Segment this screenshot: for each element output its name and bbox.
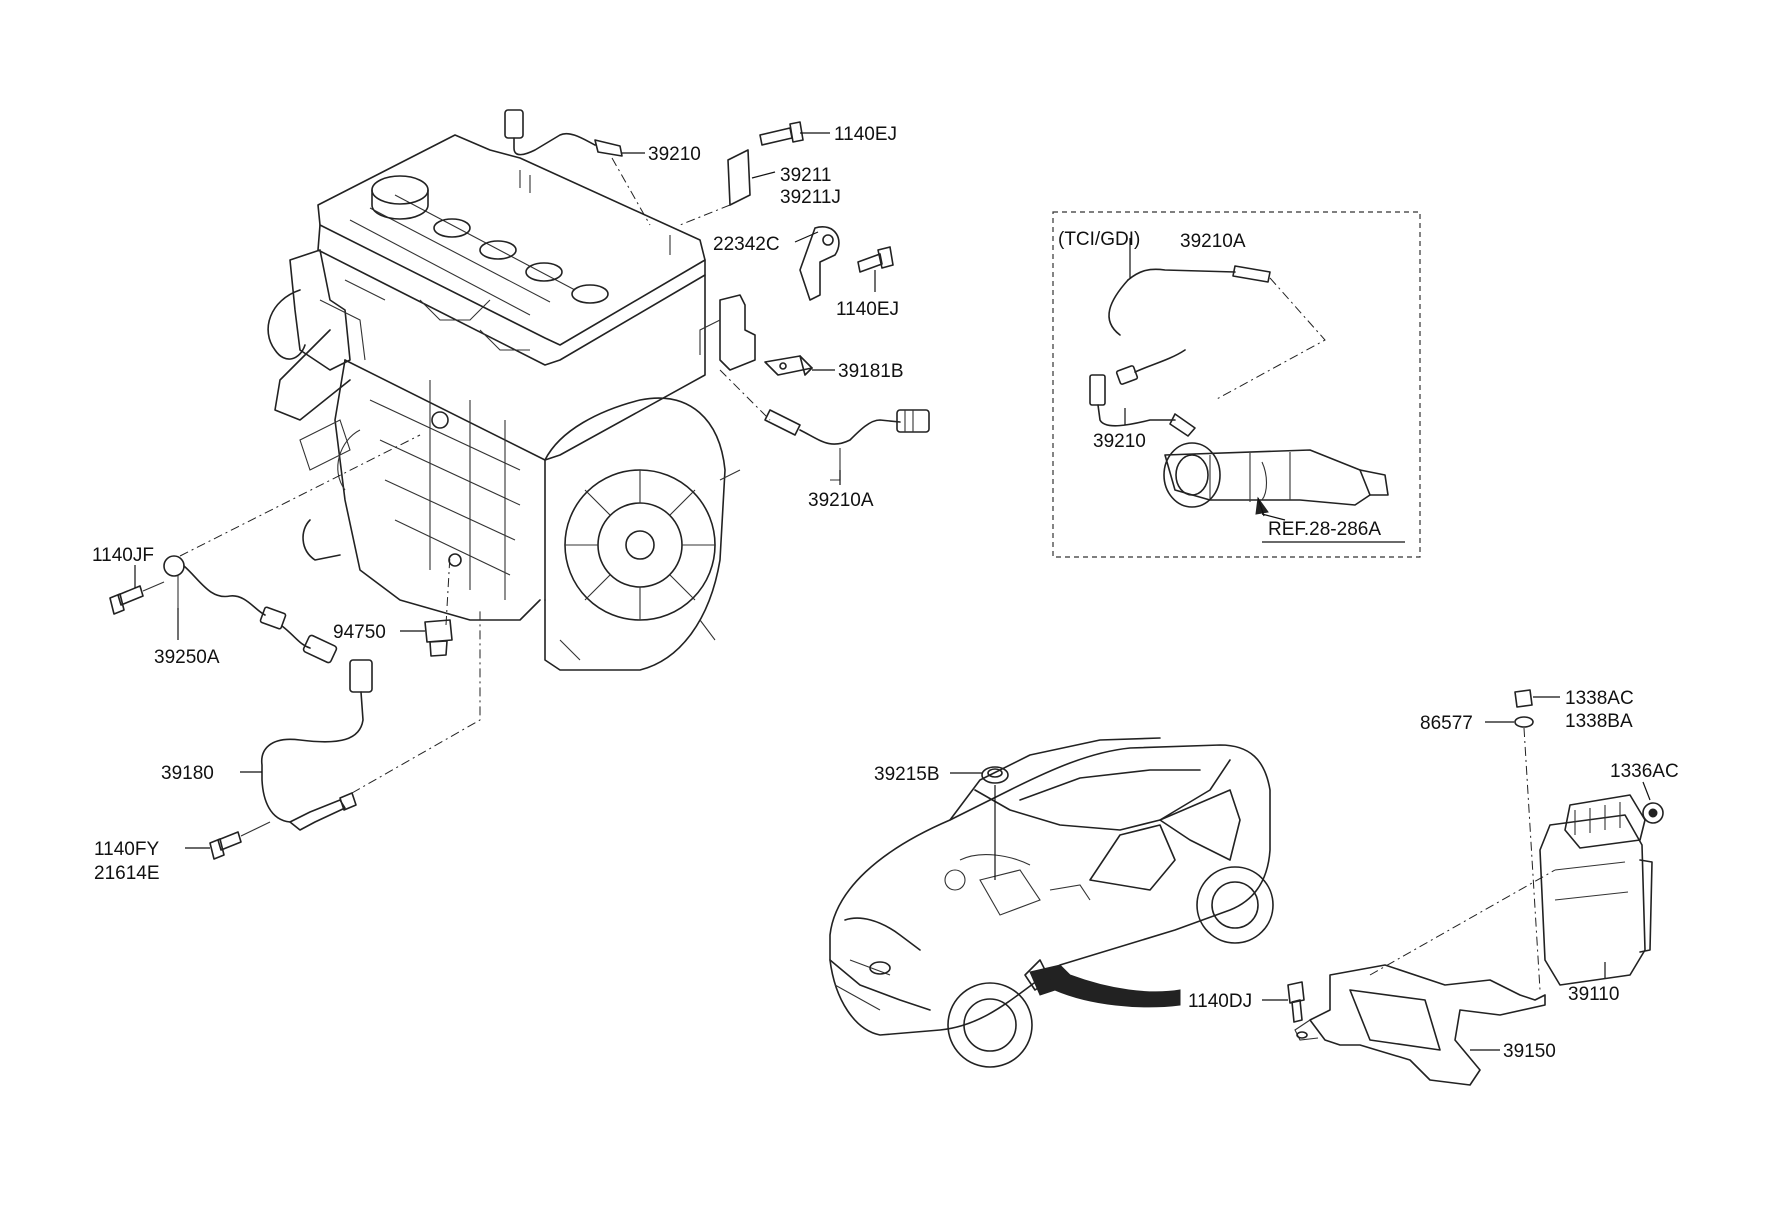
label-86577: 86577: [1420, 713, 1473, 734]
ecm-bracket-39150: [1287, 869, 1556, 1086]
label-39211: 39211: [780, 165, 831, 186]
bolt-1140fy: [209, 821, 271, 860]
oxygen-sensor-top: [504, 109, 651, 226]
label-1336ac: 1336AC: [1610, 761, 1679, 782]
vehicle-drawing: [829, 737, 1274, 1068]
label-39210-top: 39210: [648, 144, 701, 165]
label-1140ej-top: 1140EJ: [834, 124, 897, 145]
ecm-module-39110: [1539, 794, 1653, 986]
label-39150: 39150: [1503, 1041, 1556, 1062]
label-22342c: 22342C: [713, 234, 780, 255]
label-1338ba: 1338BA: [1565, 711, 1633, 732]
engine-assembly-drawing: [267, 134, 756, 671]
nut-1336ac: [1642, 802, 1664, 824]
label-1140ej-lower: 1140EJ: [836, 299, 899, 320]
inset-ref-label: REF.28-286A: [1268, 519, 1381, 540]
oxygen-sensor-39210a: [719, 369, 930, 481]
label-39180: 39180: [161, 763, 214, 784]
label-39181b: 39181B: [838, 361, 904, 382]
label-21614e: 21614E: [94, 863, 160, 884]
label-1338ac: 1338AC: [1565, 688, 1634, 709]
label-39211j: 39211J: [780, 187, 841, 208]
grommet-39215b: [981, 766, 1009, 784]
bolt-and-bracket-top: [679, 121, 804, 226]
inset-title: (TCI/GDI): [1058, 229, 1140, 250]
label-39250a: 39250A: [154, 647, 220, 668]
inset-label-39210a: 39210A: [1180, 231, 1246, 252]
part-labels: 39210 1140EJ 39211 39211J 22342C 1140EJ …: [92, 124, 1679, 1062]
label-94750: 94750: [333, 622, 386, 643]
label-39210a: 39210A: [808, 490, 874, 511]
inset-label-39210: 39210: [1093, 431, 1146, 452]
oil-pressure-switch-94750: [424, 554, 453, 657]
label-39215b: 39215B: [874, 764, 940, 785]
bolt-1140jf: [109, 581, 165, 615]
nut-1338ac: [1514, 689, 1541, 991]
label-1140dj: 1140DJ: [1188, 991, 1252, 1012]
bracket-39181b: [764, 355, 813, 376]
bracket-22342c: [799, 226, 894, 301]
leader-lines: [134, 132, 1651, 1051]
label-1140fy: 1140FY: [94, 839, 159, 860]
label-1140jf: 1140JF: [92, 545, 154, 566]
label-39110: 39110: [1568, 984, 1619, 1005]
tci-gdi-inset: [1052, 211, 1421, 558]
knock-sensor-39250a: [163, 434, 421, 664]
crank-position-sensor-39180: [261, 610, 481, 831]
